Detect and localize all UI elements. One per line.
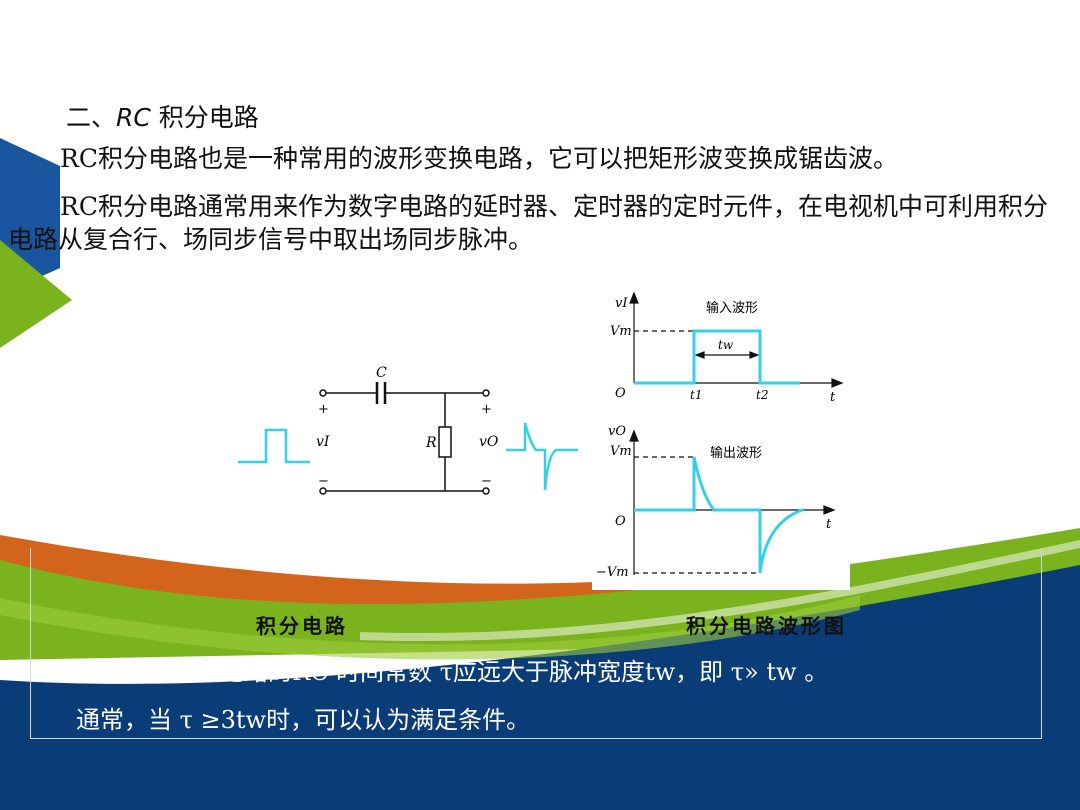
vo-axis-arrow <box>629 429 639 442</box>
terminal-out-top <box>482 389 490 397</box>
output-spike-waveform <box>634 456 804 574</box>
vm-label-out: Vm <box>610 444 632 459</box>
origin-label-in: O <box>615 386 626 401</box>
terminal-out-bottom <box>482 487 490 495</box>
minus-in-label: − <box>318 474 329 489</box>
waveform-caption: 积分电路波形图 <box>686 614 847 638</box>
terminal-in-top <box>319 389 327 397</box>
plus-in-label: + <box>318 402 329 417</box>
neg-vm-label: −Vm <box>596 565 629 580</box>
output-waveform-title: 输出波形 <box>710 445 762 461</box>
t-axis-out-arrow <box>823 505 836 515</box>
note-line-1: 积分电路要求电路的RC 时间常数 τ应远大于脉冲宽度tw，即 τ» tw 。 <box>76 658 829 686</box>
vi-axis-arrow <box>629 291 639 304</box>
output-spike-wave <box>506 422 578 491</box>
content-frame <box>30 548 1042 739</box>
plus-out-label: + <box>481 402 492 417</box>
origin-label-out: O <box>615 514 626 529</box>
input-waveform-graph <box>629 291 844 388</box>
vi-axis-label: vI <box>615 296 628 311</box>
left-green-arrow-decoration <box>0 240 72 348</box>
light-green-wave-decoration <box>0 595 860 660</box>
minus-out-label: − <box>481 474 492 489</box>
note-line-2: 通常，当 τ ≥3tw时，可以认为满足条件。 <box>76 706 531 734</box>
circuit-caption: 积分电路 <box>256 614 348 638</box>
capacitor-label: C <box>376 365 387 381</box>
vi-label: vI <box>316 434 330 450</box>
section-title: 二、RC 积分电路 <box>66 103 259 132</box>
resistor <box>438 426 452 458</box>
paragraph-2: RC积分电路通常用来作为数字电路的延时器、定时器的定时元件，在电视机中可利用积分… <box>8 192 1048 254</box>
t1-label: t1 <box>690 388 702 402</box>
tw-arrow-left <box>694 351 705 359</box>
integrator-circuit <box>238 382 578 495</box>
output-waveform-graph <box>629 429 836 575</box>
resistor-label: R <box>425 435 437 451</box>
t-label-in: t <box>830 390 836 405</box>
navy-wave-decoration <box>0 565 1080 810</box>
diagram: C R + + − − vI vO vI 输入波形 Vm tw O t1 t2 … <box>238 287 850 590</box>
vo-axis-label: vO <box>608 424 626 439</box>
tw-arrow-right <box>749 351 760 359</box>
t2-label: t2 <box>756 388 768 402</box>
input-square-wave <box>634 329 800 385</box>
vo-label: vO <box>479 434 499 450</box>
t-label-out: t <box>826 517 832 532</box>
input-waveform-title: 输入波形 <box>706 300 758 316</box>
input-pulse-wave <box>238 428 310 464</box>
t-axis-in-arrow <box>831 378 844 388</box>
tw-label: tw <box>718 338 734 352</box>
vm-label-in: Vm <box>610 324 632 339</box>
paragraph-1: RC积分电路也是一种常用的波形变换电路，它可以把矩形波变换成锯齿波。 <box>60 144 898 173</box>
